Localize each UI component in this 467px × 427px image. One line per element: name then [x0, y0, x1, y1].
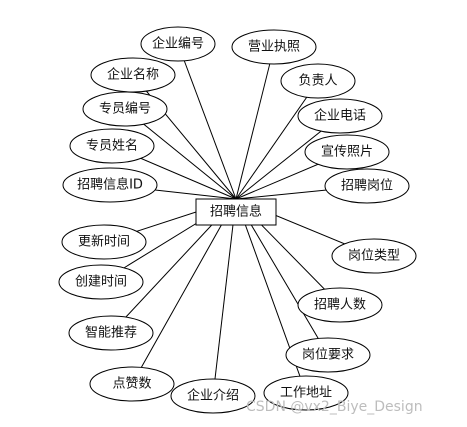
attribute-ellipse-staff-no	[82, 91, 168, 127]
attribute-recruit-count: 招聘人数	[297, 287, 383, 323]
connector-like-count	[131, 198, 237, 385]
attribute-company-intro: 企业介绍	[170, 378, 256, 414]
connector-company-no	[177, 43, 237, 200]
attribute-ellipse-job-requirements	[285, 337, 371, 373]
attribute-label-job-requirements: 岗位要求	[302, 348, 354, 363]
attribute-create-time: 创建时间	[58, 264, 144, 300]
attribute-recruit-info-id: 招聘信息ID	[62, 167, 158, 203]
attribute-person-in-charge: 负责人	[280, 63, 356, 99]
attribute-label-promo-photo: 宣传照片	[321, 144, 373, 160]
attribute-label-update-time: 更新时间	[78, 234, 130, 250]
connector-person-in-charge	[235, 80, 319, 200]
attribute-ellipse-recruit-count	[297, 287, 383, 323]
connector-company-intro	[212, 198, 237, 397]
attribute-label-recruit-count: 招聘人数	[314, 298, 366, 313]
attribute-label-company-no: 企业编号	[152, 36, 204, 52]
attribute-company-phone: 企业电话	[297, 98, 383, 134]
attribute-ellipse-staff-name	[69, 128, 155, 164]
attribute-ellipse-work-address	[263, 375, 349, 411]
attribute-job-type: 岗位类型	[331, 238, 417, 274]
attribute-staff-name: 专员姓名	[69, 128, 155, 164]
entity-label: 招聘信息	[210, 204, 262, 220]
attribute-job-requirements: 岗位要求	[285, 337, 371, 373]
attribute-ellipse-company-no	[140, 26, 216, 62]
attribute-ellipse-person-in-charge	[280, 63, 356, 99]
connector-business-license	[235, 46, 275, 200]
attribute-ellipse-company-phone	[297, 98, 383, 134]
attribute-ellipse-job-position	[324, 168, 410, 204]
attribute-company-no: 企业编号	[140, 26, 216, 62]
attribute-job-position: 招聘岗位	[324, 168, 410, 204]
attribute-label-company-phone: 企业电话	[314, 108, 366, 124]
attribute-ellipse-job-type	[331, 238, 417, 274]
attribute-label-company-intro: 企业介绍	[187, 388, 239, 404]
attribute-ellipse-promo-photo	[304, 134, 390, 170]
attribute-label-staff-name: 专员姓名	[86, 138, 138, 154]
attribute-label-company-name: 企业名称	[107, 67, 159, 83]
attribute-label-create-time: 创建时间	[75, 275, 127, 290]
attribute-ellipse-recruit-info-id	[62, 167, 158, 203]
attribute-promo-photo: 宣传照片	[304, 134, 390, 170]
attribute-ellipse-company-intro	[170, 378, 256, 414]
attribute-staff-no: 专员编号	[82, 91, 168, 127]
attribute-ellipse-business-license	[231, 29, 317, 65]
attribute-update-time: 更新时间	[61, 224, 147, 260]
watermark: CSDN @vx2_Biye_Design	[246, 399, 423, 415]
attribute-label-job-position: 招聘岗位	[341, 179, 393, 194]
attribute-work-address: 工作地址	[263, 375, 349, 411]
attribute-label-like-count: 点赞数	[112, 377, 151, 392]
attribute-like-count: 点赞数	[89, 366, 175, 402]
attribute-label-work-address: 工作地址	[280, 386, 332, 401]
attribute-ellipse-update-time	[61, 224, 147, 260]
attribute-business-license: 营业执照	[231, 29, 317, 65]
attribute-ellipse-smart-recommend	[68, 315, 154, 351]
attribute-label-job-type: 岗位类型	[348, 249, 400, 264]
entity-box: 招聘信息	[195, 198, 277, 226]
attribute-label-business-license: 营业执照	[248, 40, 300, 55]
attribute-label-staff-no: 专员编号	[99, 102, 151, 117]
attribute-company-name: 企业名称	[90, 57, 176, 93]
attribute-label-person-in-charge: 负责人	[298, 74, 337, 89]
attribute-label-recruit-info-id: 招聘信息ID	[77, 177, 143, 193]
attribute-smart-recommend: 智能推荐	[68, 315, 154, 351]
attribute-label-smart-recommend: 智能推荐	[85, 326, 137, 341]
attribute-ellipse-create-time	[58, 264, 144, 300]
attribute-ellipse-like-count	[89, 366, 175, 402]
